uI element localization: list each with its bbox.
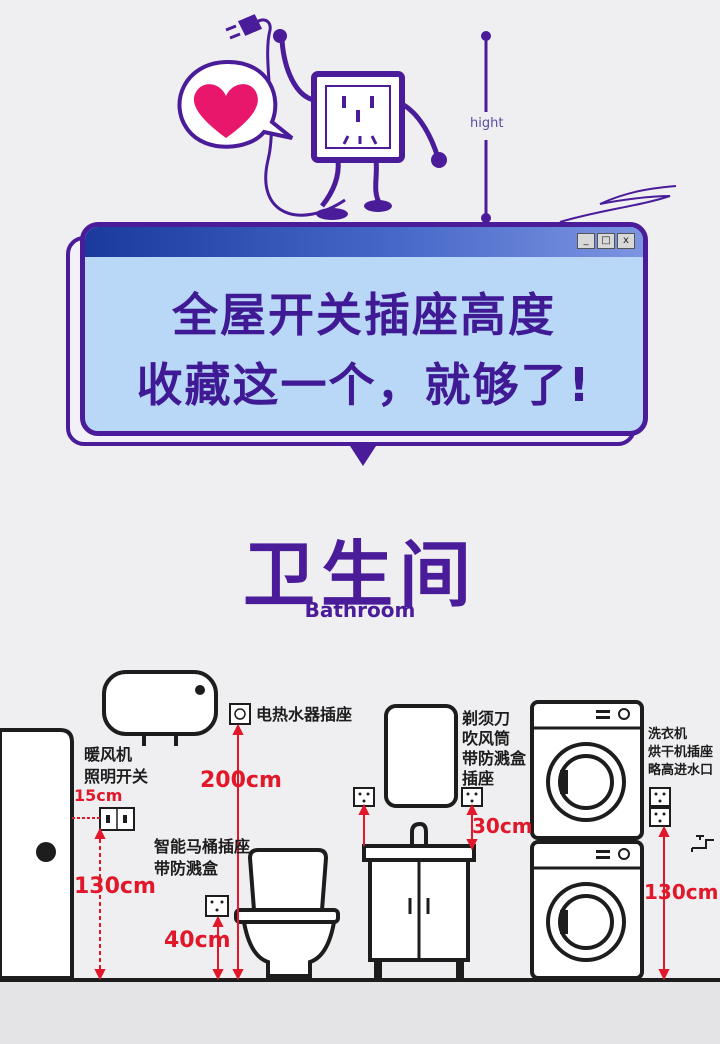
door	[0, 728, 74, 980]
toilet-label-line1: 智能马桶插座	[154, 837, 251, 856]
minimize-icon[interactable]: _	[577, 233, 595, 249]
close-icon[interactable]: x	[617, 233, 635, 249]
maximize-icon[interactable]: □	[597, 233, 615, 249]
toilet	[234, 848, 340, 978]
wall-switch-icon	[99, 807, 135, 831]
washer-socket-icon	[649, 787, 671, 827]
water-heater	[102, 670, 218, 746]
headline-line2: 收藏这一个，就够了!	[136, 358, 592, 412]
socket-mascot-icon	[311, 71, 405, 163]
sink-left-socket-icon	[353, 787, 375, 807]
toilet-height-dimension: 40cm	[164, 928, 231, 953]
mascot-illustration	[177, 14, 677, 223]
dimension-lines	[72, 723, 670, 981]
shaver-label-line2: 吹风筒	[462, 729, 511, 748]
switch-height-dimension: 130cm	[74, 874, 156, 899]
heater-height-dimension: 200cm	[200, 768, 282, 793]
window-controls: _ □ x	[577, 233, 635, 249]
section-subtitle: Bathroom	[304, 598, 416, 622]
vanity-cabinet	[362, 821, 476, 978]
headline-line1: 全屋开关插座高度	[172, 288, 556, 342]
water-tap-icon	[691, 835, 714, 852]
washer-label-line3: 略高进水口	[648, 763, 714, 778]
plug-icon	[225, 14, 263, 40]
shaver-label-line3: 带防溅盒	[462, 749, 527, 768]
switch-side-dimension: 15cm	[74, 786, 123, 805]
water-heater-label: 电热水器插座	[256, 705, 353, 724]
switch-label-line1: 暖风机	[84, 745, 133, 764]
window-titlebar	[85, 227, 643, 257]
mirror	[384, 704, 458, 808]
toilet-socket-icon	[205, 895, 229, 917]
washer-height-dimension: 130cm	[644, 880, 719, 904]
header-window: _ □ x 全屋开关插座高度 收藏这一个，就够了!	[80, 222, 648, 436]
washer-label-line2: 烘干机插座	[648, 745, 714, 760]
window-pointer	[350, 446, 376, 466]
section-title: 卫生间	[242, 533, 477, 617]
washing-machine	[530, 840, 644, 980]
height-marker	[481, 31, 491, 223]
heart-bubble-icon	[177, 59, 294, 149]
toilet-label-line2: 带防溅盒	[154, 859, 219, 878]
washer-label-line1: 洗衣机	[648, 727, 688, 742]
shaver-label-line1: 剃须刀	[462, 709, 511, 728]
shaver-label-line4: 插座	[462, 769, 495, 788]
water-heater-socket-icon	[229, 703, 251, 725]
shaver-socket-icon	[461, 787, 483, 807]
height-label: hight	[470, 116, 504, 131]
switch-label-line2: 照明开关	[84, 767, 149, 786]
dryer	[530, 700, 644, 840]
floor	[0, 980, 720, 1044]
swirl-decoration	[559, 185, 677, 223]
shaver-offset-dimension: 30cm	[472, 814, 533, 838]
